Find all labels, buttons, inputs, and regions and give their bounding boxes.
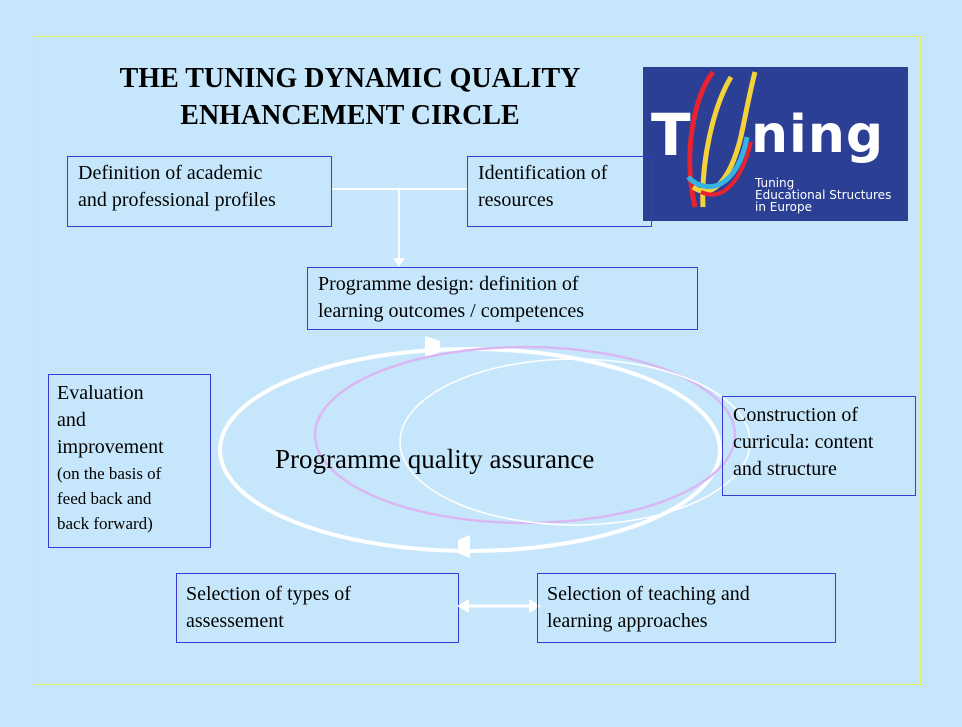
slide-frame (33, 36, 921, 685)
box-profiles: Definition of academic and professional … (67, 156, 332, 227)
outer-cycle-arrow-top (425, 336, 440, 358)
evaluation-line2: and (57, 409, 86, 431)
outer-cycle-arrow-bottom (458, 535, 470, 558)
teaching-line2: learning approaches (547, 610, 708, 632)
title-line2: ENHANCEMENT CIRCLE (180, 100, 520, 131)
tuning-logo: T ning Tuning Educational Structures in … (643, 67, 908, 221)
design-line2: learning outcomes / competences (318, 300, 585, 322)
box-evaluation: Evaluation and improvement (on the basis… (48, 374, 211, 548)
logo-subtitle: Tuning Educational Structures in Europe (755, 177, 891, 213)
construction-line1: Construction of (733, 404, 858, 426)
box-resources: Identification of resources (467, 156, 652, 227)
title-line1: THE TUNING DYNAMIC QUALITY (119, 63, 581, 94)
logo-subtitle-line2: Educational Structures (755, 188, 892, 202)
box-programme-design: Programme design: definition of learning… (307, 267, 698, 330)
top-connector (332, 188, 467, 262)
box-assessment: Selection of types of assessement (176, 573, 459, 643)
center-label: Programme quality assurance (275, 444, 595, 474)
logo-wordmark: ning (751, 105, 885, 165)
assessment-line1: Selection of types of (186, 583, 351, 605)
design-line1: Programme design: definition of (318, 273, 579, 295)
lavender-loop (313, 345, 737, 525)
resources-line2: resources (478, 189, 554, 211)
assessment-line2: assessement (186, 610, 284, 632)
logo-subtitle-line3: in Europe (755, 200, 812, 214)
resources-line1: Identification of (478, 162, 608, 184)
evaluation-line6: back forward) (57, 514, 153, 533)
box-construction: Construction of curricula: content and s… (722, 396, 916, 496)
evaluation-line4: (on the basis of (57, 464, 162, 483)
evaluation-line1: Evaluation (57, 382, 144, 404)
logo-letter-t: T (651, 101, 691, 169)
box-teaching: Selection of teaching and learning appro… (537, 573, 836, 643)
construction-line2: curricula: content (733, 431, 874, 453)
evaluation-line3: improvement (57, 436, 164, 458)
evaluation-line5: feed back and (57, 489, 152, 508)
tuning-ribbon-icon (686, 70, 758, 208)
teaching-line1: Selection of teaching and (547, 583, 750, 605)
construction-line3: and structure (733, 458, 837, 480)
bidirectional-arrow-icon (457, 599, 541, 613)
inner-thin-ellipse (399, 358, 751, 526)
page-title: THE TUNING DYNAMIC QUALITY ENHANCEMENT C… (60, 60, 640, 134)
profiles-line1: Definition of academic (78, 162, 263, 184)
profiles-line2: and professional profiles (78, 189, 276, 211)
logo-subtitle-line1: Tuning (755, 176, 795, 190)
connector-arrowhead (393, 258, 405, 267)
